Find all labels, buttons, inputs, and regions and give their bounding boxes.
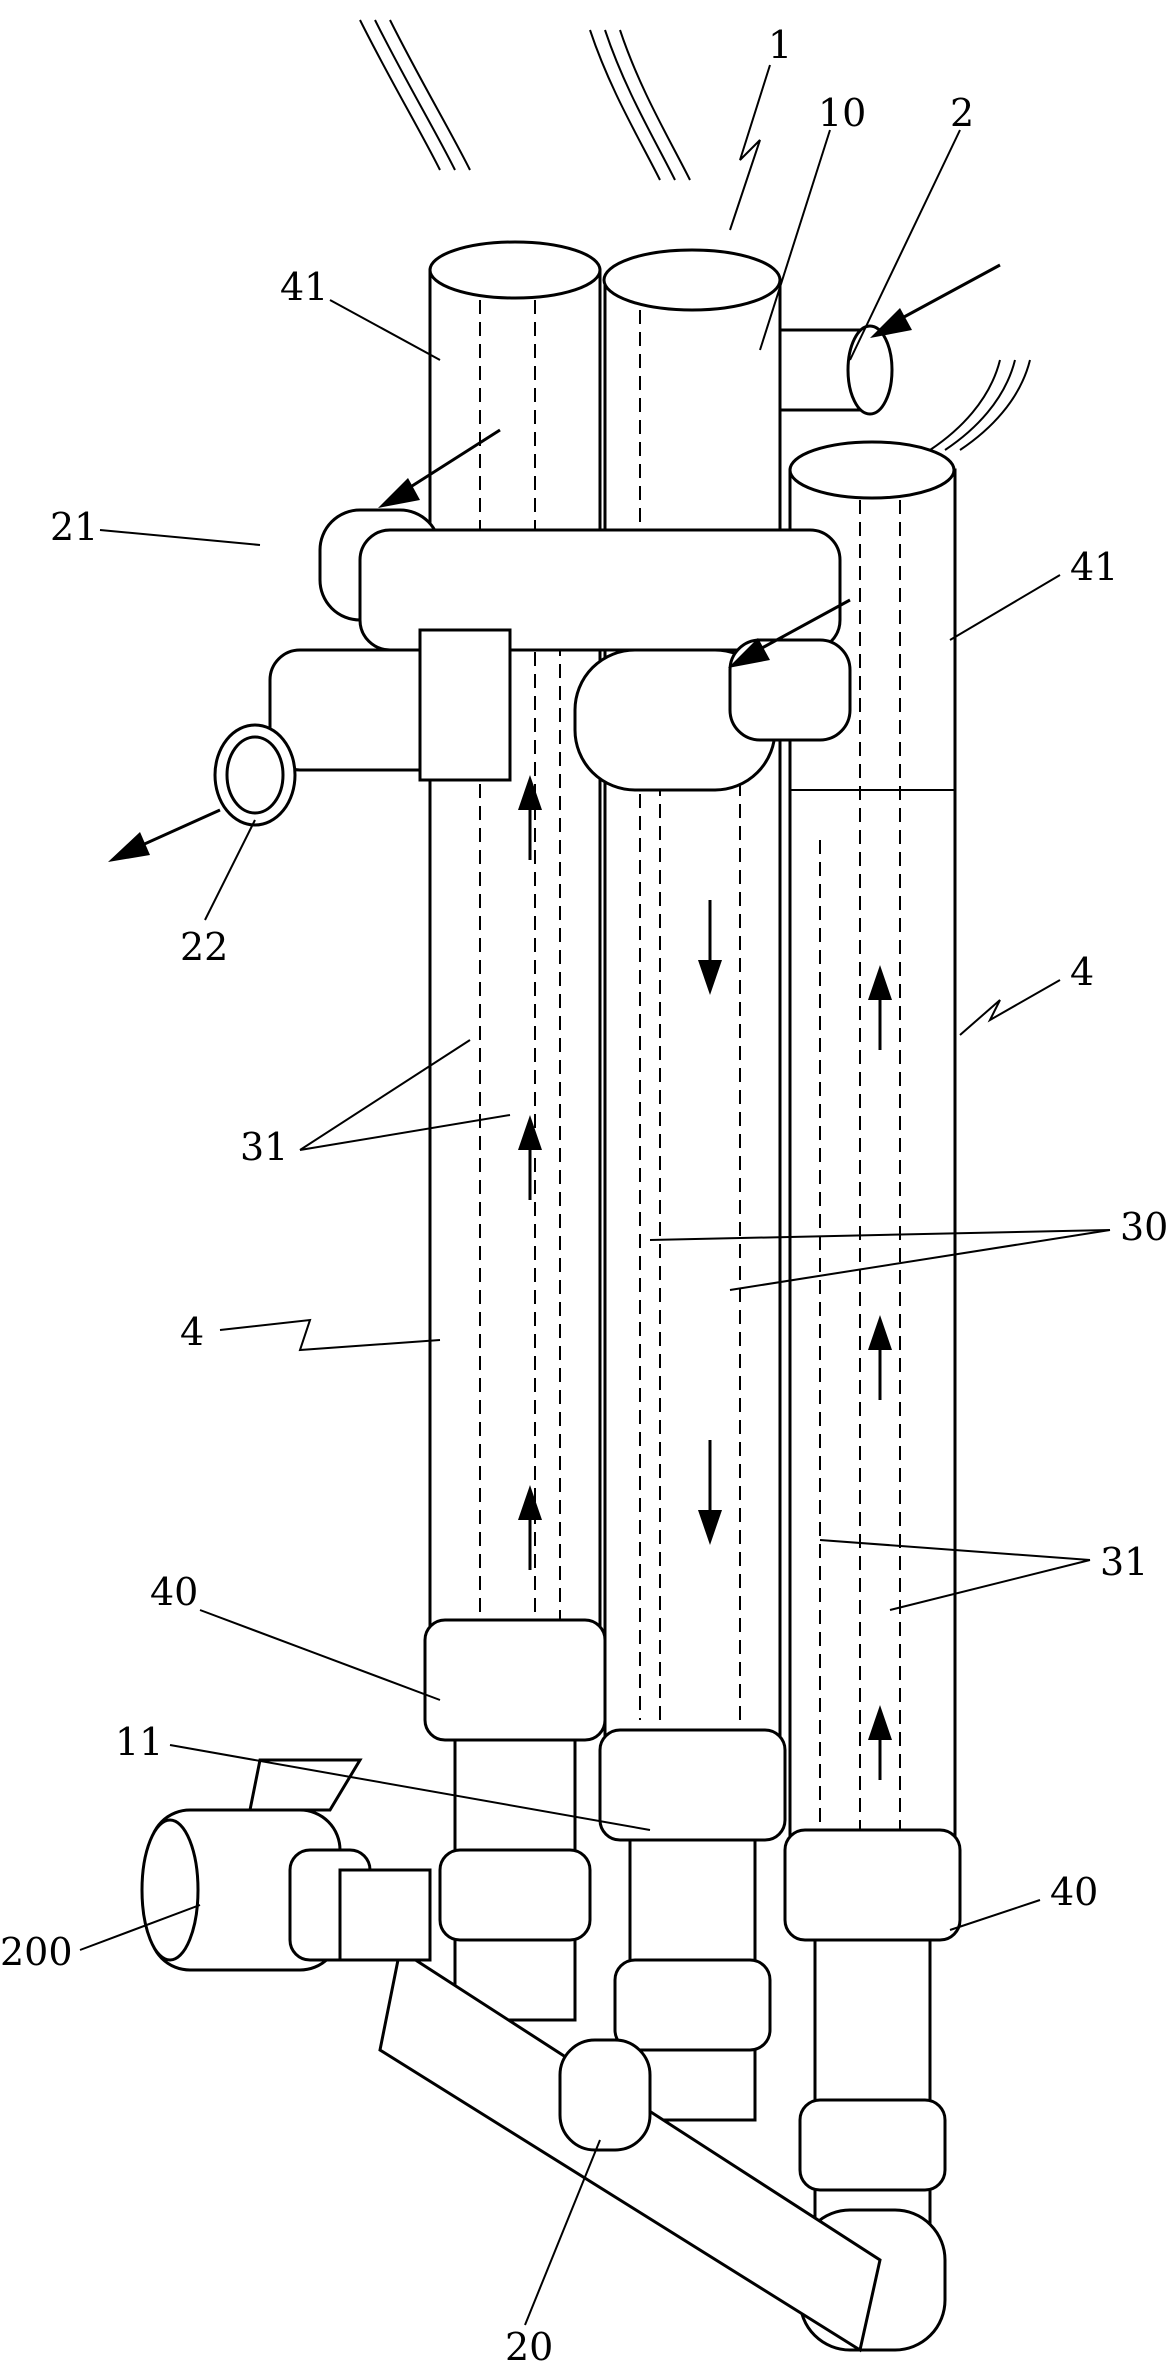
flow-arrows [108, 263, 1001, 1780]
label-1: 1 [768, 23, 792, 67]
label-20: 20 [505, 2325, 553, 2369]
label-31-right: 31 [1100, 1540, 1148, 1584]
inlet-pipe [778, 324, 894, 416]
label-10: 10 [818, 91, 866, 135]
leader-lines [79, 64, 1111, 2326]
top-wires [359, 19, 1031, 451]
ball-valve [140, 1758, 432, 1972]
label-41-left: 41 [280, 265, 328, 309]
outlet-manifold [213, 508, 852, 827]
label-41-right: 41 [1070, 545, 1118, 589]
label-40-left: 40 [150, 1570, 198, 1614]
left-pipe [428, 240, 602, 1652]
reference-labels: 1 10 2 41 41 21 22 4 4 31 31 30 40 40 11… [0, 23, 1168, 2369]
label-22: 22 [180, 925, 228, 969]
label-21: 21 [50, 505, 98, 549]
label-4-right: 4 [1070, 950, 1094, 994]
label-11: 11 [115, 1720, 163, 1764]
label-31-left: 31 [240, 1125, 288, 1169]
label-200: 200 [0, 1930, 73, 1974]
label-40-right: 40 [1050, 1870, 1098, 1914]
inlet-manifold [378, 1947, 882, 2353]
label-30: 30 [1120, 1205, 1168, 1249]
label-2: 2 [950, 91, 974, 135]
middle-pipe [602, 248, 782, 1742]
label-4-left: 4 [180, 1310, 204, 1354]
